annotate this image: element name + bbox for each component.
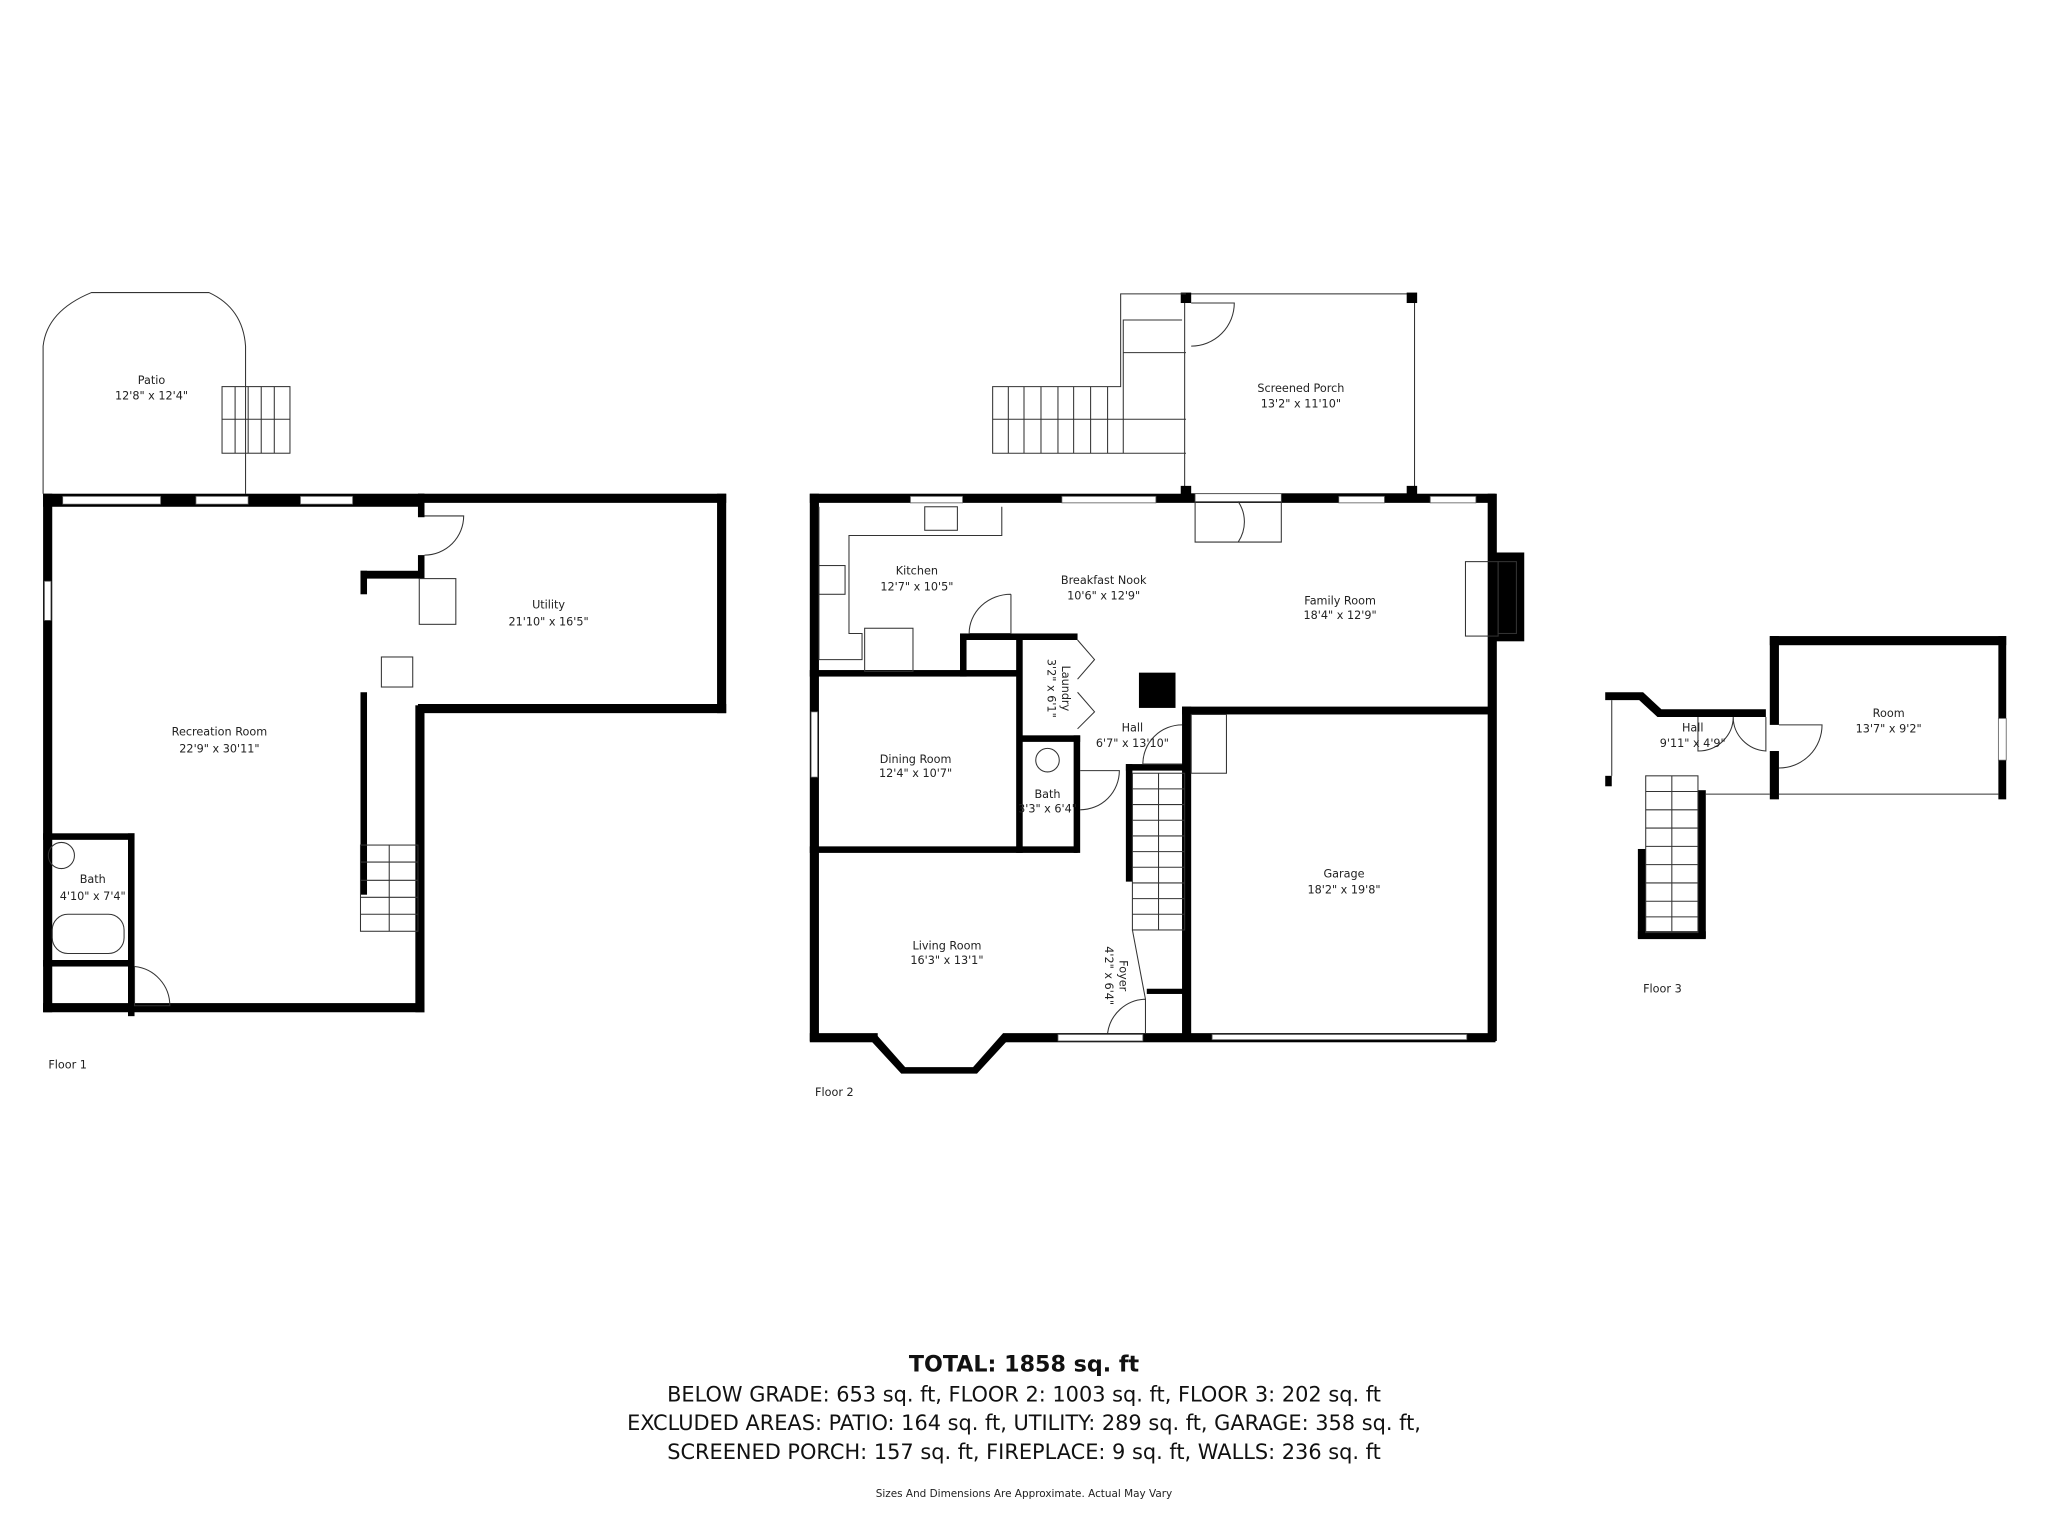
- door-swing: [134, 966, 171, 1007]
- hearth: [1464, 561, 1499, 637]
- patio-stairs: [221, 386, 291, 454]
- floor-3-plan: Hall 9'11" x 4'9" Room 13'7" x 9'2" Floo…: [1605, 636, 2007, 996]
- garage-door: [1211, 1034, 1468, 1041]
- room-label: Patio: [138, 374, 166, 387]
- door-swing: [1080, 770, 1120, 811]
- window: [909, 495, 964, 504]
- floor-2-plan: Screened Porch 13'2" x 11'10" Kitchen 12…: [809, 292, 1525, 1099]
- room-label: Kitchen: [896, 565, 938, 578]
- room-label: Recreation Room: [172, 725, 268, 738]
- kitchen-counter: [818, 506, 1003, 661]
- room-dims: 4'10" x 7'4": [60, 890, 126, 903]
- door-swing: [1142, 724, 1183, 765]
- room-label: Foyer: [1116, 960, 1129, 991]
- room-dims: 16'3" x 13'1": [910, 954, 983, 967]
- window: [195, 495, 249, 505]
- room-dims: 3'3" x 6'4": [1018, 802, 1077, 815]
- appliance: [864, 627, 914, 672]
- bathtub-icon: [51, 913, 125, 954]
- room-label: Room: [1873, 707, 1905, 720]
- window: [1997, 717, 2007, 761]
- sink-icon: [924, 506, 958, 531]
- patio-door: [1194, 493, 1282, 502]
- floor-2-stairs: [1131, 713, 1227, 931]
- sliding-door: [62, 495, 162, 505]
- room-label: Bath: [80, 873, 106, 886]
- deck-stairs: [992, 293, 1186, 454]
- door-swing: [1107, 929, 1146, 1034]
- sink-icon: [1035, 747, 1060, 773]
- floor-1-stairs: [359, 844, 419, 932]
- floor-1-plan: Patio 12'8" x 12'4" Utility 21'10" x 16'…: [42, 292, 727, 1071]
- room-label: Family Room: [1304, 595, 1376, 608]
- door-swing: [968, 593, 1012, 634]
- floor-1-walls: [43, 493, 727, 1017]
- door-swing: [1778, 724, 1823, 769]
- appliance: [418, 578, 457, 625]
- room-label: Dining Room: [880, 753, 952, 766]
- area-summary: TOTAL: 1858 sq. ft BELOW GRADE: 653 sq. …: [627, 1351, 1421, 1499]
- open-edge: [1611, 700, 1999, 795]
- room-dims: 22'9" x 30'11": [179, 742, 259, 755]
- excluded-areas: EXCLUDED AREAS: PATIO: 164 sq. ft, UTILI…: [627, 1411, 1421, 1435]
- window: [300, 495, 354, 505]
- room-dims: 3'2" x 6'1": [1045, 659, 1058, 718]
- room-dims: 6'7" x 13'10": [1096, 737, 1169, 750]
- room-label: Utility: [532, 599, 565, 612]
- room-label: Living Room: [913, 940, 982, 953]
- floor-3-stairs: [1645, 775, 1699, 934]
- room-dims: 18'4" x 12'9": [1304, 609, 1377, 622]
- room-dims: 12'4" x 10'7": [879, 767, 952, 780]
- room-label: Screened Porch: [1257, 382, 1344, 395]
- room-dims: 10'6" x 12'9": [1067, 590, 1140, 603]
- room-label: Garage: [1323, 868, 1364, 881]
- patio-outline: [42, 292, 247, 494]
- front-door: [1057, 1034, 1144, 1042]
- door-swing: [424, 515, 465, 556]
- room-label: Hall: [1122, 721, 1144, 734]
- room-dims: 13'7" x 9'2": [1856, 723, 1922, 736]
- stove-icon: [818, 565, 846, 595]
- laundry-bifold: [1077, 639, 1096, 730]
- sink-icon: [47, 841, 75, 870]
- floor-label: Floor 1: [48, 1058, 87, 1071]
- room-dims: 12'8" x 12'4": [115, 390, 188, 403]
- room-label: Laundry: [1059, 665, 1072, 711]
- floor-3-walls: [1605, 636, 2007, 940]
- french-door-swing: [1194, 501, 1282, 543]
- room-dims: 13'2" x 11'10": [1261, 398, 1341, 411]
- room-dims: 9'11" x 4'9": [1660, 737, 1726, 750]
- door-swing: [1191, 302, 1235, 347]
- room-label: Breakfast Nook: [1061, 574, 1147, 587]
- window: [1061, 495, 1157, 504]
- disclaimer: Sizes And Dimensions Are Approximate. Ac…: [876, 1488, 1172, 1500]
- area-breakdown: BELOW GRADE: 653 sq. ft, FLOOR 2: 1003 s…: [667, 1382, 1381, 1406]
- window: [44, 580, 52, 621]
- room-dims: 12'7" x 10'5": [880, 580, 953, 593]
- total-area: TOTAL: 1858 sq. ft: [909, 1351, 1140, 1377]
- french-door-swing: [1697, 717, 1767, 752]
- floor-label: Floor 2: [815, 1086, 854, 1099]
- window: [810, 711, 819, 778]
- room-label: Bath: [1034, 788, 1060, 801]
- appliance: [380, 656, 414, 688]
- room-dims: 21'10" x 16'5": [508, 616, 588, 629]
- room-label: Hall: [1682, 721, 1704, 734]
- room-dims: 18'2" x 19'8": [1307, 883, 1380, 896]
- excluded-areas-cont: SCREENED PORCH: 157 sq. ft, FIREPLACE: 9…: [667, 1440, 1381, 1464]
- window: [1338, 495, 1385, 504]
- window: [1429, 495, 1477, 504]
- floor-label: Floor 3: [1643, 983, 1682, 996]
- room-dims: 4'2" x 6'4": [1102, 946, 1115, 1005]
